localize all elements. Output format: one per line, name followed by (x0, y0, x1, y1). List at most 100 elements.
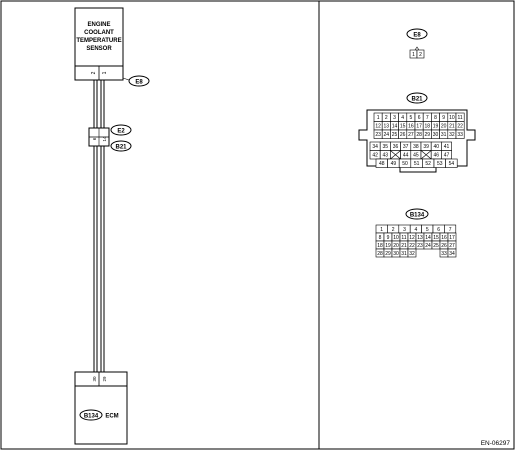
document-id: EN-06297 (481, 440, 511, 447)
sensor-pin-a: 2 (91, 71, 97, 74)
b21-pin-number: 8 (434, 115, 437, 121)
b134-face-tag-label: B134 (410, 213, 425, 219)
b21-pin-number: 48 (379, 161, 385, 167)
ecm-pin-a: 30 (92, 376, 97, 382)
e8-pin-number: 1 (412, 52, 415, 58)
b134-pin-number: 16 (441, 235, 447, 241)
b134-pin-number: 23 (417, 243, 423, 249)
b134-pin-number: 34 (449, 251, 455, 257)
sensor-label-line2: COOLANT (84, 30, 114, 36)
sensor-label-line3: TEMPERATURE (76, 38, 121, 44)
b21-pin-number: 18 (425, 124, 431, 130)
b21-pin-number: 51 (414, 161, 420, 167)
b21-pin-number: 17 (416, 124, 422, 130)
b21-pin-number: 26 (400, 132, 406, 138)
b21-pin-number: 31 (441, 132, 447, 138)
b21-pin-number: 49 (391, 161, 397, 167)
b21-tag-joint-label: B21 (115, 145, 127, 151)
sensor-label-line4: SENSOR (86, 46, 112, 52)
e8-tag-label: E8 (135, 80, 143, 86)
b21-pin-number: 34 (372, 144, 378, 150)
b134-pin-number: 19 (385, 243, 391, 249)
wire-a (93, 80, 98, 372)
b134-pin-number: 8 (379, 235, 382, 241)
b21-pin-number: 3 (393, 115, 396, 121)
b21-pin-number: 1 (377, 115, 380, 121)
b21-pin-number: 22 (457, 124, 463, 130)
b134-pin-number: 2 (392, 227, 395, 233)
b21-pin-number: 28 (416, 132, 422, 138)
e8-face-key (414, 46, 420, 51)
b21-pin-number: 35 (383, 144, 389, 150)
b134-pin-number: 31 (401, 251, 407, 257)
b21-pin-number: 9 (442, 115, 445, 121)
b21-pin-number: 32 (449, 132, 455, 138)
b21-pin-number: 24 (384, 132, 390, 138)
b21-pin-number: 12 (375, 124, 381, 130)
b134-tag-ecm (79, 409, 103, 421)
ecm-pin-b: 29 (102, 376, 107, 382)
b21-pin-number: 54 (449, 161, 455, 167)
b21-pin-number: 43 (383, 153, 389, 159)
b21-pin-number: 11 (457, 115, 462, 121)
b21-pin-number: 23 (375, 132, 381, 138)
b21-pin-number: 13 (384, 124, 390, 130)
b21-pin-number: 45 (413, 153, 419, 159)
b21-pin-number: 15 (400, 124, 406, 130)
b21-pin-number: 14 (392, 124, 398, 130)
b21-face-tag (406, 92, 428, 104)
b21-pin-number: 10 (449, 115, 455, 121)
b134-pin-number: 10 (393, 235, 399, 241)
b21-pin-cell (445, 158, 458, 168)
e8-tag (128, 75, 150, 87)
b134-pin-number: 7 (449, 227, 452, 233)
b21-pin-number: 39 (423, 144, 429, 150)
b21-pin-number: 4 (401, 115, 404, 121)
b21-pin-number: 52 (425, 161, 431, 167)
e8-leader (122, 77, 130, 81)
e2-tag (110, 124, 132, 136)
b134-pin-cell (407, 248, 417, 258)
b21-pin-number: 6 (418, 115, 421, 121)
b134-pin-number: 20 (393, 243, 399, 249)
b21-pin-number: 16 (408, 124, 414, 130)
b21-pin-number: 41 (444, 144, 450, 150)
b21-pin-number: 37 (403, 144, 409, 150)
b21-pin-number: 5 (410, 115, 413, 121)
b134-pin-number: 32 (409, 251, 415, 257)
b134-tag-ecm-label: B134 (84, 414, 99, 420)
b21-face-tag-label: B21 (411, 97, 423, 103)
joint-pin-b: 14 (102, 136, 107, 142)
b21-pin-number: 2 (385, 115, 388, 121)
e8-face-tag (406, 28, 428, 40)
e2-tag-label: E2 (117, 129, 125, 135)
b21-pin-number: 47 (444, 153, 450, 159)
b134-pin-number: 21 (401, 243, 407, 249)
b21-pin-blank (390, 150, 401, 160)
b134-pin-number: 33 (441, 251, 447, 257)
b134-pin-number: 13 (417, 235, 423, 241)
b134-face-tag (405, 208, 429, 220)
b134-pin-number: 15 (433, 235, 439, 241)
b134-pin-number: 14 (425, 235, 431, 241)
b21-pin-number: 29 (425, 132, 431, 138)
b134-pin-cell (447, 248, 457, 258)
joint-pin-a: 6 (92, 137, 97, 140)
b21-pin-number: 27 (408, 132, 414, 138)
b21-pin-number: 20 (441, 124, 447, 130)
ecm-connector (74, 371, 128, 387)
wire-b (100, 80, 105, 372)
b134-pin-number: 5 (426, 227, 429, 233)
b21-pin-number: 53 (437, 161, 443, 167)
b134-pin-number: 17 (449, 235, 455, 241)
sensor-pin-b: 1 (102, 71, 108, 74)
b134-pin-number: 28 (377, 251, 383, 257)
e8-face-tag-label: E8 (413, 33, 421, 39)
b134-pin-number: 26 (441, 243, 447, 249)
b134-pin-number: 29 (385, 251, 391, 257)
b134-pin-number: 27 (449, 243, 455, 249)
